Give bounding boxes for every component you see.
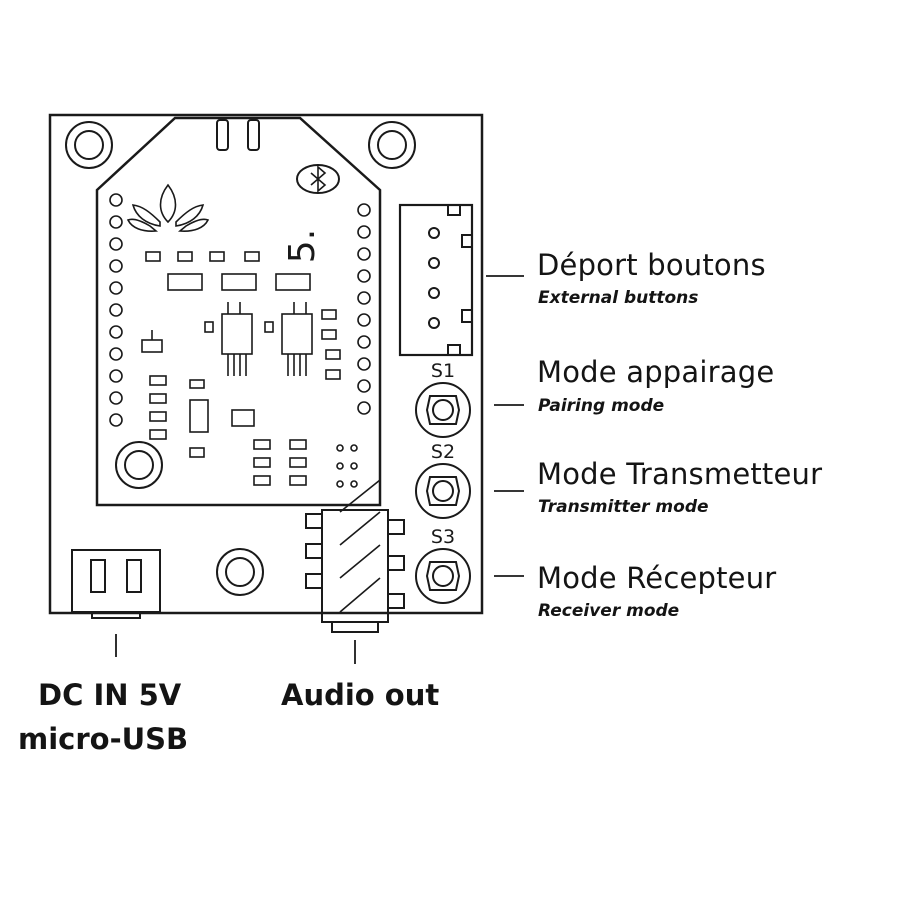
switch-s2-label: S2 xyxy=(431,441,455,463)
pairing-mode-subtitle: Pairing mode xyxy=(538,396,665,416)
remote-buttons-subtitle: External buttons xyxy=(538,288,699,308)
remote-buttons-title: Déport boutons xyxy=(537,248,766,282)
switch-s3-label: S3 xyxy=(431,526,455,548)
switch-s2 xyxy=(415,463,471,519)
mounting-hole-bottom xyxy=(216,548,264,596)
receiver-mode-title: Mode Récepteur xyxy=(537,561,777,595)
lotus-logo-icon xyxy=(126,183,210,232)
leader-lines xyxy=(115,275,524,664)
module-marking: 5. xyxy=(282,229,323,263)
pairing-mode-title: Mode appairage xyxy=(537,355,775,389)
power-input-label-line1: DC IN 5V xyxy=(38,678,182,712)
pcb-outline xyxy=(48,113,484,615)
transmitter-mode-subtitle: Transmitter mode xyxy=(538,497,709,517)
receiver-mode-subtitle: Receiver mode xyxy=(538,601,680,621)
mounting-hole-top-left xyxy=(65,121,113,169)
power-input-label-line2: micro-USB xyxy=(18,722,189,756)
switch-s1-label: S1 xyxy=(431,360,455,382)
switch-s1 xyxy=(415,382,471,438)
mounting-hole-top-right xyxy=(368,121,416,169)
switch-s3 xyxy=(415,548,471,604)
pin-column-left xyxy=(109,193,123,427)
audio-out-label: Audio out xyxy=(281,678,440,712)
smd-components xyxy=(141,251,358,488)
bluetooth-module xyxy=(95,116,382,507)
micro-usb-connector xyxy=(71,549,161,619)
pin-column-right xyxy=(357,203,371,415)
transmitter-mode-title: Mode Transmetteur xyxy=(537,457,823,491)
audio-jack xyxy=(305,479,405,633)
mounting-hole-module xyxy=(115,441,163,489)
bluetooth-icon xyxy=(296,164,340,194)
remote-buttons-connector xyxy=(398,203,474,357)
